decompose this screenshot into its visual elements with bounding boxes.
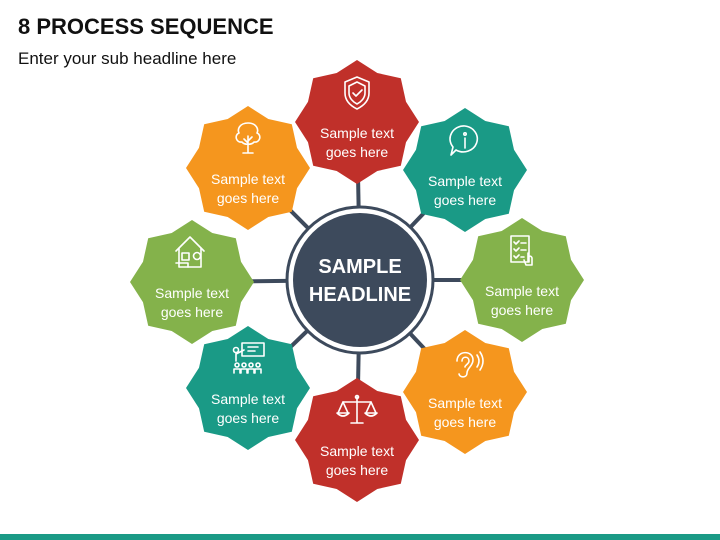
page-title: 8 PROCESS SEQUENCE: [18, 14, 274, 39]
process-node-top: Sample text goes here: [295, 60, 419, 184]
ear-icon: [456, 351, 484, 378]
octagram-shape: [460, 218, 584, 342]
node-label-line-1: Sample text: [211, 171, 285, 187]
octagram-shape: [295, 378, 419, 502]
node-label-line-2: goes here: [161, 304, 223, 320]
octagram-shape: [186, 106, 310, 230]
scales-icon: [336, 394, 378, 424]
node-label-line-1: Sample text: [211, 391, 285, 407]
tree-icon: [235, 122, 261, 154]
presentation-icon: [232, 342, 265, 374]
checklist-icon: [510, 235, 533, 266]
center-line-1: SAMPLE: [318, 256, 401, 278]
node-label-line-1: Sample text: [320, 443, 394, 459]
node-label-line-2: goes here: [326, 462, 388, 478]
node-label-line-1: Sample text: [428, 395, 502, 411]
node-label-line-1: Sample text: [485, 283, 559, 299]
process-node-top-left: Sample text goes here: [186, 106, 310, 230]
node-label-line-2: goes here: [217, 410, 279, 426]
center-hub: SAMPLE HEADLINE: [285, 205, 435, 355]
octagram-shape: [130, 220, 254, 344]
process-node-right: Sample text goes here: [460, 218, 584, 342]
process-node-bottom-left: Sample text goes here: [186, 326, 310, 450]
node-label-line-2: goes here: [217, 190, 279, 206]
center-line-2: HEADLINE: [309, 284, 411, 306]
octagram-shape: [403, 108, 527, 232]
info-chat-icon: [449, 125, 479, 156]
node-label-line-1: Sample text: [428, 173, 502, 189]
node-label-line-2: goes here: [491, 302, 553, 318]
node-label-line-2: goes here: [434, 414, 496, 430]
process-node-bottom-right: Sample text goes here: [403, 330, 527, 454]
node-label-line-1: Sample text: [155, 285, 229, 301]
octagram-shape: [186, 326, 310, 450]
process-node-top-right: Sample text goes here: [403, 108, 527, 232]
node-label-line-1: Sample text: [320, 125, 394, 141]
process-node-left: Sample text goes here: [130, 220, 254, 344]
center-circle: [293, 213, 427, 347]
node-label-line-2: goes here: [434, 192, 496, 208]
process-node-bottom: Sample text goes here: [295, 378, 419, 502]
shield-icon: [344, 76, 370, 110]
node-label-line-2: goes here: [326, 144, 388, 160]
home-school-icon: [175, 236, 205, 268]
bottom-accent-bar: [0, 534, 720, 540]
octagram-shape: [403, 330, 527, 454]
page-subtitle: Enter your sub headline here: [18, 49, 237, 68]
octagram-shape: [295, 60, 419, 184]
